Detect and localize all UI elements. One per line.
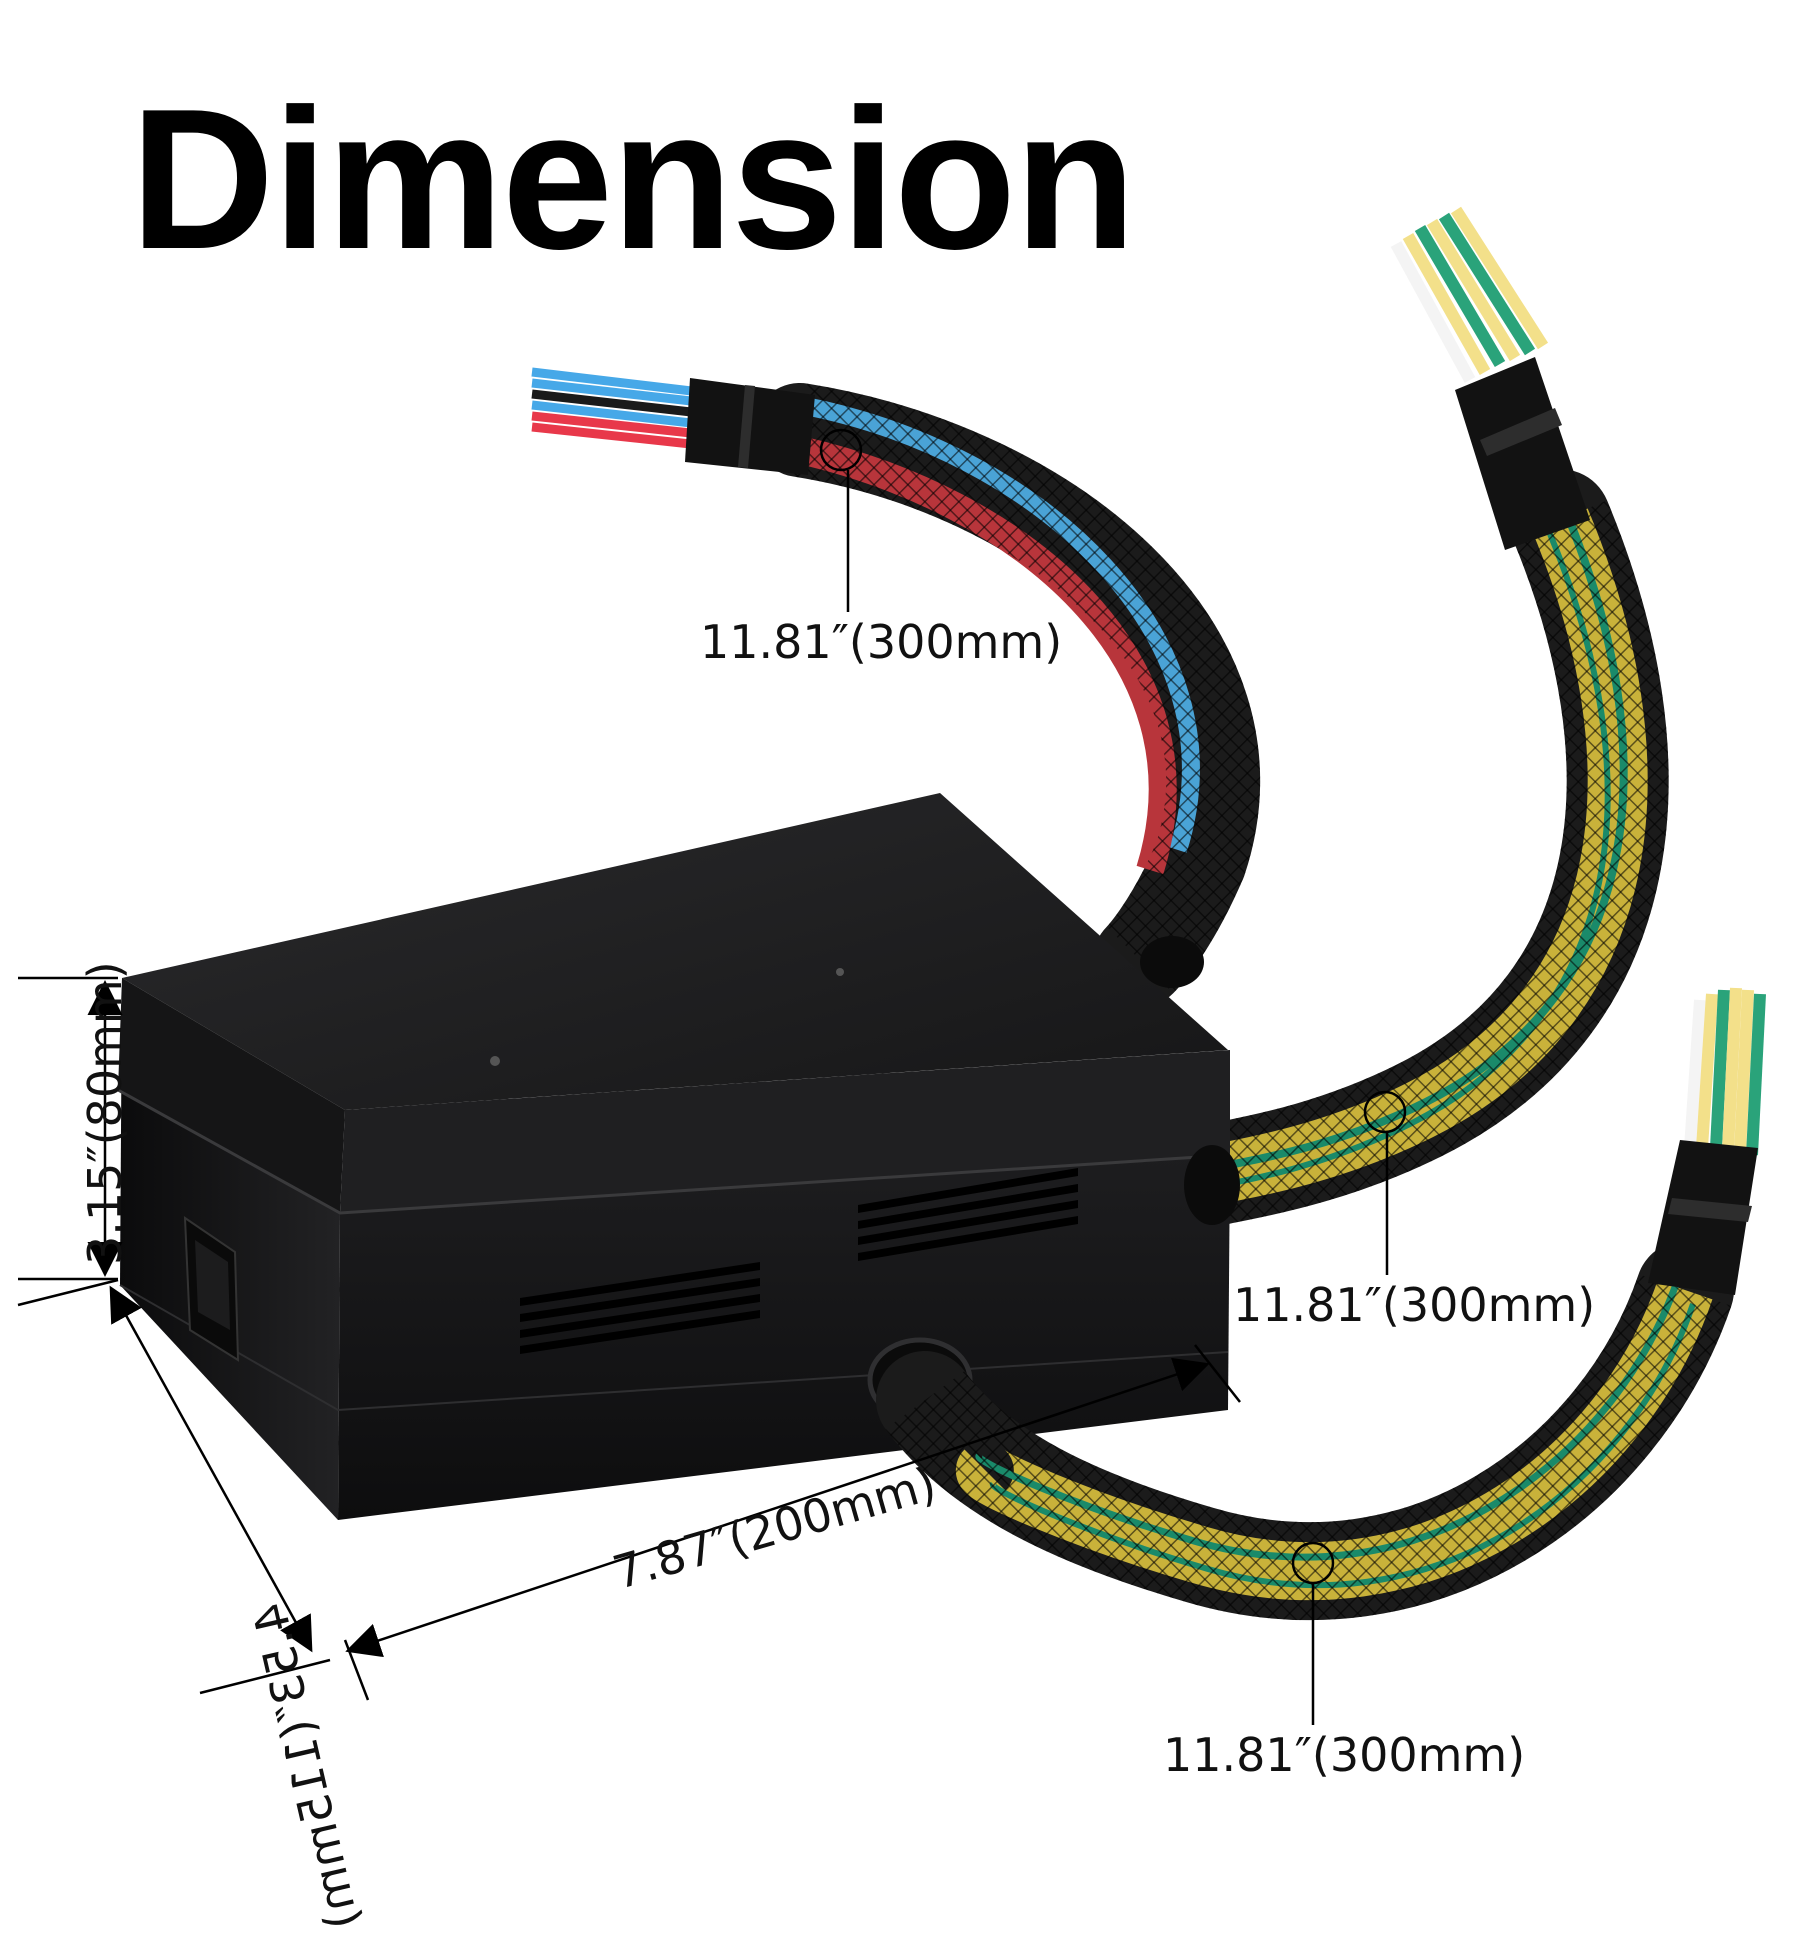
cable-2 xyxy=(1164,206,1669,1275)
height-dimension xyxy=(18,976,123,1281)
vent-left xyxy=(520,1262,760,1354)
cable-1-length-label: 11.81″(300mm) xyxy=(700,615,1063,669)
cable-3-length-label: 11.81″(300mm) xyxy=(1163,1728,1526,1782)
cable-1 xyxy=(531,367,1261,1007)
width-dimension xyxy=(343,1344,1241,1701)
cable-3-wires xyxy=(1684,987,1766,1156)
cable-1-ferrule xyxy=(685,378,815,475)
vent-right xyxy=(858,1168,1078,1261)
cable-2-length-label: 11.81″(300mm) xyxy=(1233,1278,1596,1332)
product-illustration xyxy=(17,206,1766,1725)
cable-2-wires xyxy=(1390,206,1549,383)
grommet-side xyxy=(1184,1145,1240,1225)
depth-dimension xyxy=(17,1278,331,1695)
height-label: 3.15″(80mm) xyxy=(78,961,132,1265)
product-dimension-figure: Dimension 11.81″(300mm) 11.81″(300mm) 11… xyxy=(17,68,1766,1934)
cable-2-ferrule xyxy=(1455,357,1590,550)
cable-2-marker xyxy=(1363,1090,1407,1134)
cable-1-wires xyxy=(531,367,701,450)
cable-1-marker xyxy=(819,428,863,472)
page-title: Dimension xyxy=(130,68,1136,291)
cable-3-ferrule xyxy=(1648,1140,1758,1295)
grommet-top xyxy=(1140,936,1204,988)
junction-box xyxy=(117,793,1240,1520)
